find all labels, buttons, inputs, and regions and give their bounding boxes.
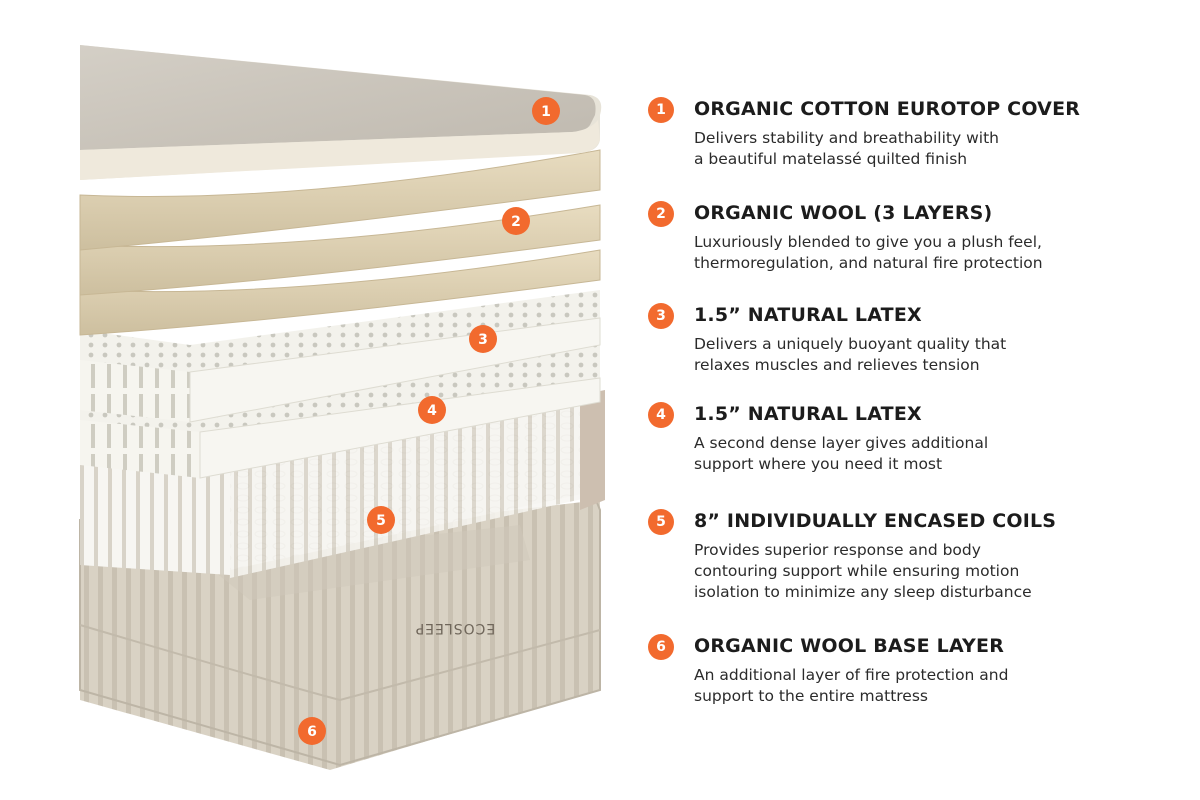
- layer-title: ORGANIC COTTON EUROTOP COVER: [694, 98, 1081, 120]
- layer-title: 1.5” NATURAL LATEX: [694, 403, 922, 425]
- svg-text:3: 3: [478, 332, 488, 348]
- callout-badge-5: 5: [367, 506, 395, 534]
- number-badge: 1: [648, 97, 674, 123]
- latex-layer-upper: [80, 290, 601, 423]
- layer-description: A second dense layer gives additional su…: [694, 434, 989, 473]
- layer-description: Delivers stability and breathability wit…: [694, 129, 999, 168]
- callout-badge-3: 3: [469, 325, 497, 353]
- mattress-exploded-illustration: ECOSLEEP 1 2 3: [79, 45, 605, 770]
- layer-description: An additional layer of fire protection a…: [694, 666, 1009, 705]
- callout-badge-6: 6: [298, 717, 326, 745]
- callout-badge-1: 1: [532, 97, 560, 125]
- coil-layer: [80, 390, 605, 578]
- number-badge: 5: [648, 509, 674, 535]
- layer-title: ORGANIC WOOL (3 LAYERS): [694, 202, 993, 224]
- svg-text:1: 1: [541, 104, 551, 120]
- wool-layers: [79, 149, 601, 336]
- number-badge: 4: [648, 402, 674, 428]
- svg-text:6: 6: [307, 724, 317, 740]
- svg-text:2: 2: [511, 214, 521, 230]
- eurotop-cover: [80, 45, 602, 180]
- layer-title: 8” INDIVIDUALLY ENCASED COILS: [694, 510, 1057, 532]
- svg-text:5: 5: [376, 513, 386, 529]
- layer-description: Delivers a uniquely buoyant quality that…: [694, 335, 1007, 374]
- number-badge: 3: [648, 303, 674, 329]
- layer-description: Luxuriously blended to give you a plush …: [694, 233, 1043, 272]
- latex-layer-lower: [80, 345, 601, 479]
- number-badge: 2: [648, 201, 674, 227]
- callout-badge-2: 2: [502, 207, 530, 235]
- svg-text:4: 4: [427, 403, 437, 419]
- brand-logo-text: ECOSLEEP: [415, 620, 495, 636]
- number-badge: 6: [648, 634, 674, 660]
- layer-description: Provides superior response and body cont…: [694, 541, 1032, 601]
- layer-title: 1.5” NATURAL LATEX: [694, 304, 922, 326]
- layer-title: ORGANIC WOOL BASE LAYER: [694, 635, 1005, 657]
- callout-badge-4: 4: [418, 396, 446, 424]
